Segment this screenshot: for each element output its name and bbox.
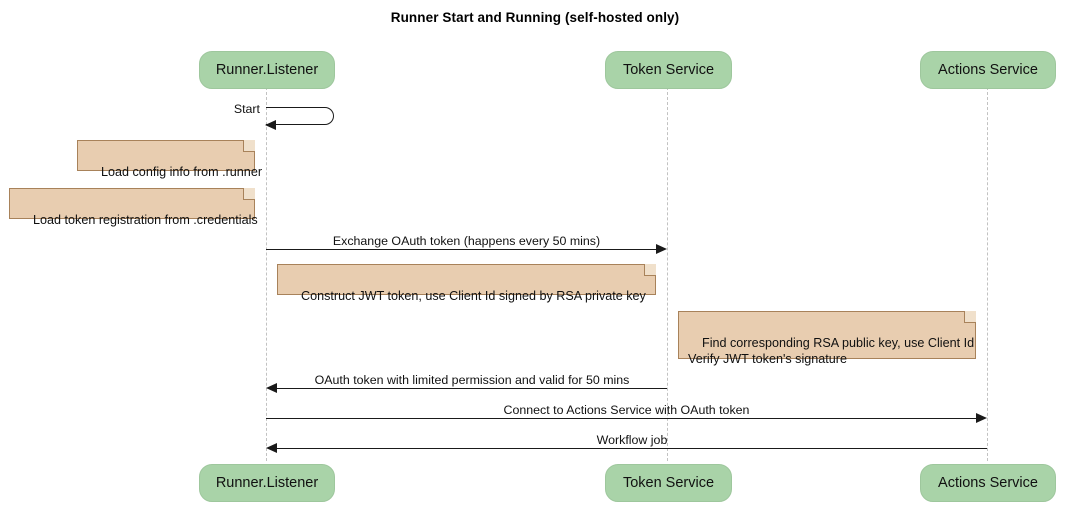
note-verify-jwt: Find corresponding RSA public key, use C… <box>678 311 976 366</box>
participant-runner-listener-bottom[interactable]: Runner.Listener <box>199 464 335 502</box>
message-self-loop-start <box>266 107 334 125</box>
note-fold-corner-icon <box>644 264 656 276</box>
note-load-config-text: Load config info from .runner <box>101 164 263 179</box>
arrowhead-connect-actions-service <box>976 412 987 423</box>
message-label-oauth-token-response: OAuth token with limited permission and … <box>314 373 630 387</box>
participant-actions-service-bottom[interactable]: Actions Service <box>920 464 1056 502</box>
note-load-token-registration: Load token registration from .credential… <box>9 188 258 227</box>
message-label-start: Start <box>233 102 260 116</box>
note-construct-jwt-text: Construct JWT token, use Client Id signe… <box>301 288 646 303</box>
participant-runner-listener-top[interactable]: Runner.Listener <box>199 51 335 89</box>
note-fold-corner-icon <box>243 140 255 152</box>
note-load-config: Load config info from .runner <box>77 140 262 179</box>
lifeline-actions <box>987 87 988 461</box>
note-verify-jwt-text: Find corresponding RSA public key, use C… <box>688 335 975 367</box>
message-label-exchange-oauth-token: Exchange OAuth token (happens every 50 m… <box>332 234 601 248</box>
participant-token-service-top[interactable]: Token Service <box>605 51 732 89</box>
message-line-oauth-token-response <box>277 388 667 389</box>
message-line-exchange-oauth-token <box>266 249 656 250</box>
arrowhead-oauth-token-response <box>266 382 277 393</box>
arrowhead-workflow-job <box>266 442 277 453</box>
message-label-connect-actions-service: Connect to Actions Service with OAuth to… <box>503 403 750 417</box>
lifeline-runner <box>266 87 267 461</box>
message-label-workflow-job: Workflow job <box>596 433 668 447</box>
page-title: Runner Start and Running (self-hosted on… <box>390 10 680 25</box>
note-fold-corner-icon <box>243 188 255 200</box>
message-line-workflow-job <box>277 448 987 449</box>
participant-actions-service-top[interactable]: Actions Service <box>920 51 1056 89</box>
arrowhead-start <box>265 119 276 130</box>
note-construct-jwt: Construct JWT token, use Client Id signe… <box>277 264 656 303</box>
message-line-connect-actions-service <box>266 418 976 419</box>
participant-token-service-bottom[interactable]: Token Service <box>605 464 732 502</box>
note-load-token-registration-text: Load token registration from .credential… <box>33 212 258 227</box>
lifeline-token <box>667 87 668 461</box>
note-fold-corner-icon <box>964 311 976 323</box>
arrowhead-exchange-oauth-token <box>656 243 667 254</box>
